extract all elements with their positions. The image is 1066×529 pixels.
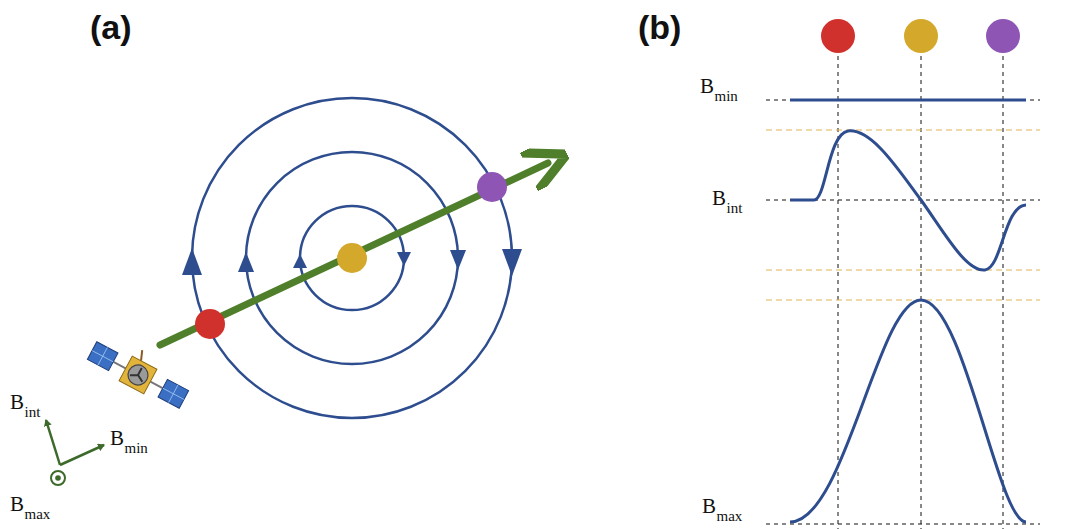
component-symbol: B [110,428,124,449]
entry-dot [195,309,225,339]
field-lines [192,98,512,418]
trajectory-arrow [160,163,548,345]
component-symbol: B [700,76,714,97]
panel-label: (b) [638,10,681,44]
component-subscript: min [125,441,148,456]
entry-dot [821,19,855,53]
field-profiles [790,100,1026,522]
extrema-lines [766,130,1040,300]
component-symbol: B [712,188,726,209]
spacecraft-icon [86,329,196,411]
center-dot [904,19,938,53]
panel-label: (a) [90,10,132,44]
center-dot [337,243,367,273]
component-subscript: int [25,405,41,420]
component-symbol: B [10,392,24,413]
component-subscript: int [727,201,743,216]
exit-dot [986,19,1020,53]
component-subscript: max [25,507,51,522]
component-subscript: min [715,89,738,104]
component-symbol: B [10,494,24,515]
guide-lines [766,56,1040,529]
component-subscript: max [717,509,743,524]
component-symbol: B [702,496,716,517]
axes-icon [46,420,104,485]
exit-dot [477,172,507,202]
